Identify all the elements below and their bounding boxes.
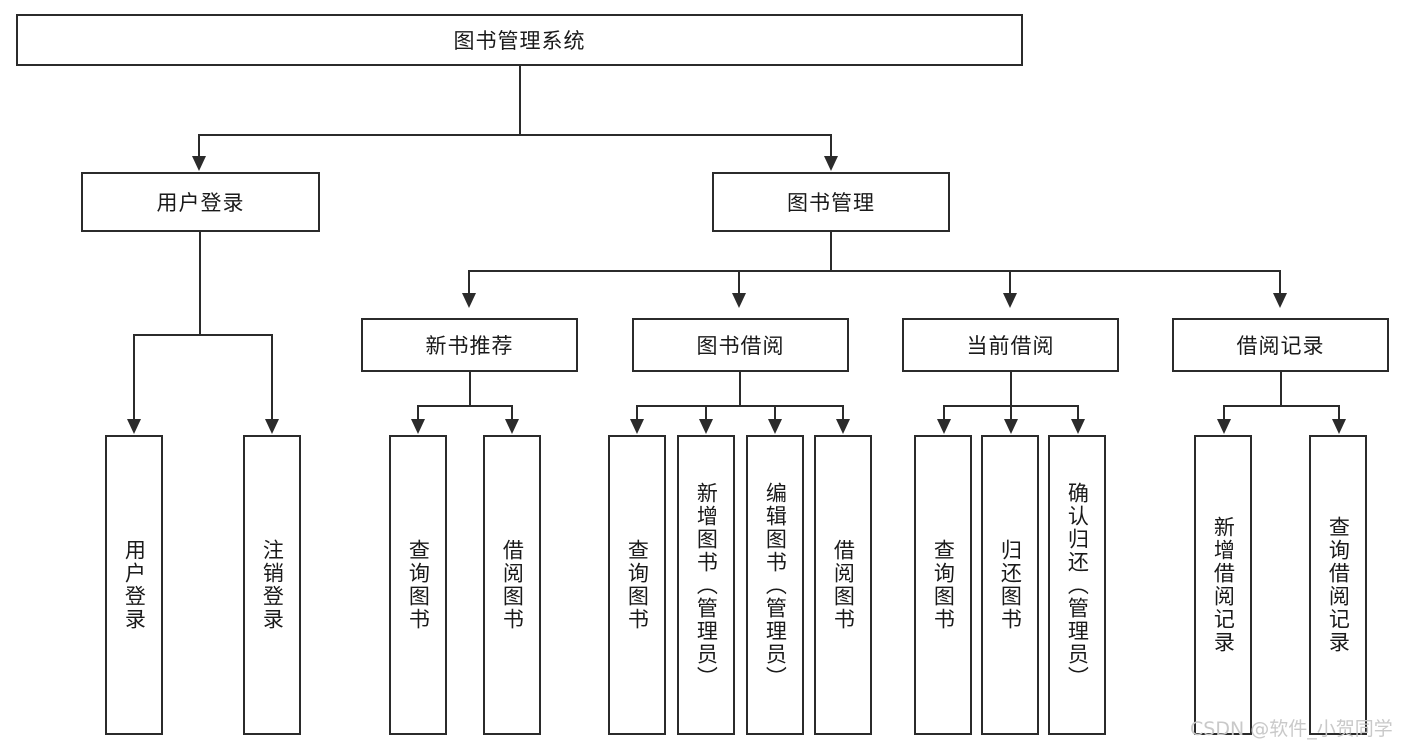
connector-br-to-leaf-2 [1338,405,1340,421]
connector-bb-to-leaf-3 [774,405,776,421]
leaf-new-book-query-book[interactable]: 查询图书 [389,435,447,735]
connector-borrow-record-stem [1280,372,1282,405]
arrow-nb-to-leaf-2 [505,419,519,434]
connector-book-management-bar [468,270,1280,272]
arrow-bm-to-book-borrow [732,293,746,308]
node-root-book-management-system[interactable]: 图书管理系统 [16,14,1023,66]
connector-user-login-to-leaf-1 [133,334,135,420]
connector-br-to-leaf-1 [1223,405,1225,421]
connector-user-login-to-leaf-2 [271,334,273,420]
node-current-borrow[interactable]: 当前借阅 [902,318,1119,372]
leaf-current-borrow-return-book[interactable]: 归还图书 [981,435,1039,735]
connector-borrow-record-bar [1223,405,1339,407]
connector-current-borrow-stem [1010,372,1012,405]
connector-new-book-bar [417,405,512,407]
arrow-bb-to-leaf-1 [630,419,644,434]
connector-root-to-book-management [830,134,832,157]
connector-bb-to-leaf-4 [842,405,844,421]
arrow-root-to-user-login [192,156,206,171]
connector-book-management-stem [830,232,832,270]
leaf-label: 借阅图书 [500,539,525,631]
leaf-book-borrow-edit-book-admin[interactable]: 编辑图书（管理员） [746,435,804,735]
arrow-bb-to-leaf-4 [836,419,850,434]
connector-cb-to-leaf-3 [1077,405,1079,421]
connector-nb-to-leaf-1 [417,405,419,421]
leaf-label: 查询图书 [931,539,956,631]
arrow-bb-to-leaf-3 [768,419,782,434]
arrow-bb-to-leaf-2 [699,419,713,434]
arrow-root-to-book-management [824,156,838,171]
connector-nb-to-leaf-2 [511,405,513,421]
leaf-label: 注销登录 [260,539,285,631]
arrow-nb-to-leaf-1 [411,419,425,434]
leaf-current-borrow-confirm-return-admin[interactable]: 确认归还（管理员） [1048,435,1106,735]
leaf-borrow-record-query-record[interactable]: 查询借阅记录 [1309,435,1367,735]
arrow-cb-to-leaf-2 [1004,419,1018,434]
leaf-label: 查询借阅记录 [1326,516,1351,654]
connector-bb-to-leaf-1 [636,405,638,421]
arrow-bm-to-current-borrow [1003,293,1017,308]
leaf-label: 新增借阅记录 [1211,516,1236,654]
leaf-current-borrow-query-book[interactable]: 查询图书 [914,435,972,735]
leaf-label: 查询图书 [625,539,650,631]
leaf-book-borrow-borrow-book[interactable]: 借阅图书 [814,435,872,735]
connector-root-bar [198,134,832,136]
leaf-label: 借阅图书 [831,539,856,631]
connector-new-book-stem [469,372,471,405]
node-new-book-recommend[interactable]: 新书推荐 [361,318,578,372]
arrow-br-to-leaf-2 [1332,419,1346,434]
arrow-cb-to-leaf-3 [1071,419,1085,434]
connector-book-borrow-stem [739,372,741,405]
leaf-label: 归还图书 [998,539,1023,631]
connector-user-login-bar [133,334,272,336]
connector-bm-to-borrow-record [1279,270,1281,294]
leaf-label: 查询图书 [406,539,431,631]
connector-cb-to-leaf-2 [1010,405,1012,421]
leaf-book-borrow-query-book[interactable]: 查询图书 [608,435,666,735]
leaf-label: 新增图书（管理员） [694,481,719,689]
arrow-bm-to-borrow-record [1273,293,1287,308]
watermark: CSDN @软件_小贺同学 [1190,718,1393,740]
connector-cb-to-leaf-1 [943,405,945,421]
arrow-cb-to-leaf-1 [937,419,951,434]
leaf-label: 确认归还（管理员） [1065,481,1090,689]
node-borrow-record[interactable]: 借阅记录 [1172,318,1389,372]
leaf-label: 用户登录 [122,539,147,631]
node-user-login[interactable]: 用户登录 [81,172,320,232]
node-book-management[interactable]: 图书管理 [712,172,950,232]
connector-bb-to-leaf-2 [705,405,707,421]
connector-bm-to-new-book [468,270,470,294]
leaf-label: 编辑图书（管理员） [763,481,788,689]
connector-root-to-user-login [198,134,200,157]
leaf-user-login-login[interactable]: 用户登录 [105,435,163,735]
leaf-borrow-record-add-record[interactable]: 新增借阅记录 [1194,435,1252,735]
arrow-bm-to-new-book [462,293,476,308]
connector-bm-to-book-borrow [738,270,740,294]
connector-user-login-stem [199,232,201,334]
leaf-new-book-borrow-book[interactable]: 借阅图书 [483,435,541,735]
leaf-book-borrow-add-book-admin[interactable]: 新增图书（管理员） [677,435,735,735]
leaf-user-login-logout[interactable]: 注销登录 [243,435,301,735]
node-book-borrow[interactable]: 图书借阅 [632,318,849,372]
arrow-br-to-leaf-1 [1217,419,1231,434]
connector-book-borrow-bar [636,405,844,407]
arrow-user-login-to-leaf-2 [265,419,279,434]
connector-root-stem [519,66,521,134]
arrow-user-login-to-leaf-1 [127,419,141,434]
connector-bm-to-current-borrow [1009,270,1011,294]
